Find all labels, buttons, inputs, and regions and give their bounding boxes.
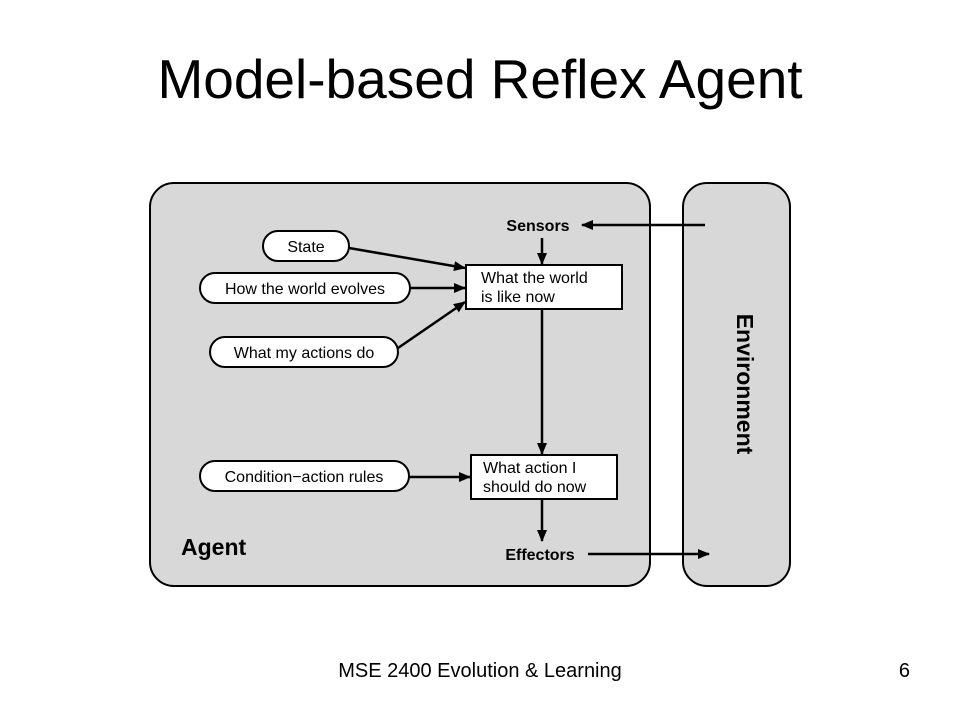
sensors-label: Sensors [506,218,569,235]
state-label: State [287,239,324,256]
action-line1: What action I [483,460,576,477]
rules-label: Condition−action rules [225,469,384,486]
footer-text: MSE 2400 Evolution & Learning [338,660,622,682]
state-to-world-arrow [348,246,466,272]
agent-label: Agent [181,534,247,560]
action-box [470,454,618,500]
page-number: 6 [898,660,910,682]
actions-do-label: What my actions do [234,345,375,362]
agent-panel [149,182,651,587]
actions-do-oval [209,336,399,368]
world-now-box [465,264,623,310]
world-now-line2: is like now [481,289,555,306]
action-line2: should do now [483,479,587,496]
environment-panel [682,182,791,587]
world-now-line1: What the world [481,270,588,287]
environment-label: Environment [732,314,758,455]
world-evolves-label: How the world evolves [225,281,385,298]
state-oval [262,230,350,262]
effectors-label: Effectors [505,547,574,564]
actions-to-world-arrow [397,300,466,350]
slide-title: Model-based Reflex Agent [157,48,803,110]
